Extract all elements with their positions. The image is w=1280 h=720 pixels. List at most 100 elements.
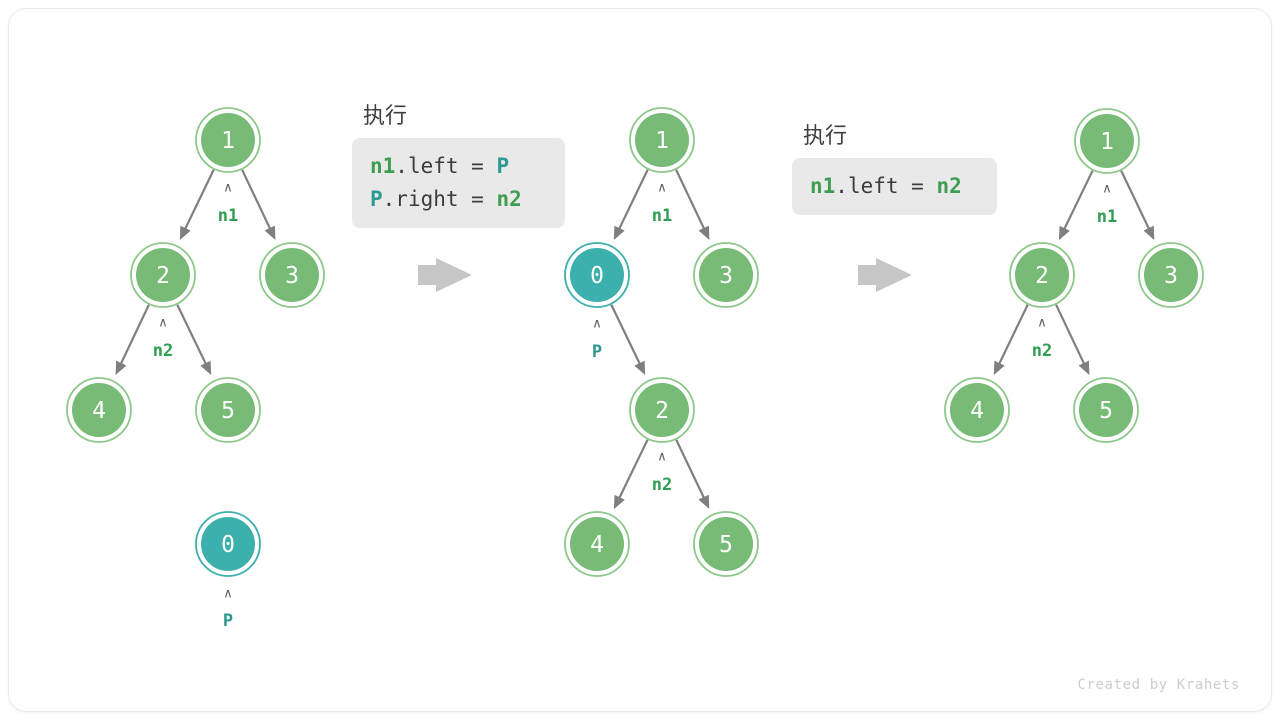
- pointer-label: n1: [1097, 207, 1117, 227]
- tree-edge: [993, 304, 1029, 376]
- tree-node[interactable]: 5: [1073, 377, 1139, 443]
- code-line: n1.left = P: [370, 150, 547, 183]
- tree-edge: [675, 169, 710, 240]
- node-value: 5: [719, 532, 733, 558]
- tree-edge: [1055, 304, 1090, 375]
- pointer-caret-icon: ∧: [1037, 316, 1047, 331]
- node-value: 5: [221, 398, 235, 424]
- tree-node[interactable]: 3: [1138, 242, 1204, 308]
- node-value: 0: [221, 532, 235, 558]
- pointer-caret-icon: ∧: [223, 587, 233, 602]
- tree-node[interactable]: 4: [944, 377, 1010, 443]
- code-line: n1.left = n2: [810, 170, 979, 203]
- code-snippet: n1.left = n2: [792, 158, 997, 215]
- tree-node[interactable]: 1: [195, 107, 261, 173]
- node-outer-ring: [564, 511, 630, 577]
- node-outer-ring: [944, 377, 1010, 443]
- pointer-label: P: [592, 342, 602, 362]
- pointer-label: n2: [1032, 341, 1052, 361]
- tree-node[interactable]: 2: [130, 242, 196, 308]
- node-outer-ring: [195, 511, 261, 577]
- node-value: 3: [719, 263, 733, 289]
- code-token: n1: [810, 174, 836, 198]
- node-outer-ring: [629, 107, 695, 173]
- tree-node[interactable]: 5: [693, 511, 759, 577]
- code-token: .right =: [382, 187, 497, 211]
- node-value: 4: [590, 532, 604, 558]
- tree-node[interactable]: 1: [1074, 108, 1140, 174]
- step-arrow-icon: [858, 258, 912, 292]
- node-value: 2: [655, 398, 669, 424]
- tree-node[interactable]: 3: [693, 242, 759, 308]
- node-outer-ring: [564, 242, 630, 308]
- watermark-text: Created by Krahets: [1077, 677, 1240, 693]
- code-token: n1: [370, 154, 396, 178]
- tree-edge: [613, 169, 649, 241]
- node-circle: [1079, 383, 1133, 437]
- node-circle: [201, 113, 255, 167]
- node-value: 2: [1035, 263, 1049, 289]
- tree-edge: [241, 169, 276, 240]
- pointer-caret-icon: ∧: [592, 317, 602, 332]
- node-circle: [136, 248, 190, 302]
- tree-node[interactable]: 1: [629, 107, 695, 173]
- tree-edge: [613, 439, 649, 510]
- node-value: 3: [1164, 263, 1178, 289]
- node-outer-ring: [1138, 242, 1204, 308]
- pointer-label: n1: [652, 206, 672, 226]
- tree-edge: [675, 439, 710, 509]
- node-outer-ring: [195, 377, 261, 443]
- tree-edge: [176, 304, 212, 376]
- pointer-label: n2: [652, 475, 672, 495]
- node-outer-ring: [130, 242, 196, 308]
- code-token: n2: [496, 187, 522, 211]
- node-outer-ring: [1074, 108, 1140, 174]
- code-token: .left =: [835, 174, 937, 198]
- node-circle: [635, 113, 689, 167]
- tree-node[interactable]: 4: [66, 377, 132, 443]
- tree-node[interactable]: 3: [259, 242, 325, 308]
- node-outer-ring: [629, 377, 695, 443]
- pointer-label: n2: [153, 341, 173, 361]
- node-circle: [1080, 114, 1134, 168]
- node-outer-ring: [693, 242, 759, 308]
- tree-edge: [115, 304, 150, 375]
- code-token: n2: [936, 174, 962, 198]
- node-value: 1: [1100, 129, 1114, 155]
- node-circle: [950, 383, 1004, 437]
- node-circle: [570, 248, 624, 302]
- node-circle: [265, 248, 319, 302]
- node-outer-ring: [195, 107, 261, 173]
- code-token: .left =: [395, 154, 497, 178]
- tree-edge: [179, 169, 215, 241]
- code-token: P: [496, 154, 510, 178]
- code-line: P.right = n2: [370, 183, 547, 216]
- tree-node[interactable]: 5: [195, 377, 261, 443]
- node-outer-ring: [693, 511, 759, 577]
- pointer-caret-icon: ∧: [657, 450, 667, 465]
- node-outer-ring: [259, 242, 325, 308]
- tree-node[interactable]: 2: [629, 377, 695, 443]
- tree-edges-layer: [115, 169, 1155, 510]
- pointer-caret-icon: ∧: [1102, 182, 1112, 197]
- node-outer-ring: [1073, 377, 1139, 443]
- tree-node[interactable]: 0: [564, 242, 630, 308]
- code-token: P: [370, 187, 383, 211]
- node-value: 5: [1099, 398, 1113, 424]
- pointer-labels-layer: ∧n1∧n2∧P∧n1∧P∧n2∧n1∧n2: [153, 181, 1117, 632]
- node-outer-ring: [1009, 242, 1075, 308]
- exec-label: 执行: [803, 124, 848, 149]
- node-circle: [201, 383, 255, 437]
- node-value: 4: [970, 398, 984, 424]
- tree-node[interactable]: 4: [564, 511, 630, 577]
- tree-node[interactable]: 2: [1009, 242, 1075, 308]
- node-circle: [570, 517, 624, 571]
- pointer-caret-icon: ∧: [657, 181, 667, 196]
- node-value: 0: [590, 263, 604, 289]
- step-separators-layer: [418, 258, 912, 292]
- tree-node[interactable]: 0: [195, 511, 261, 577]
